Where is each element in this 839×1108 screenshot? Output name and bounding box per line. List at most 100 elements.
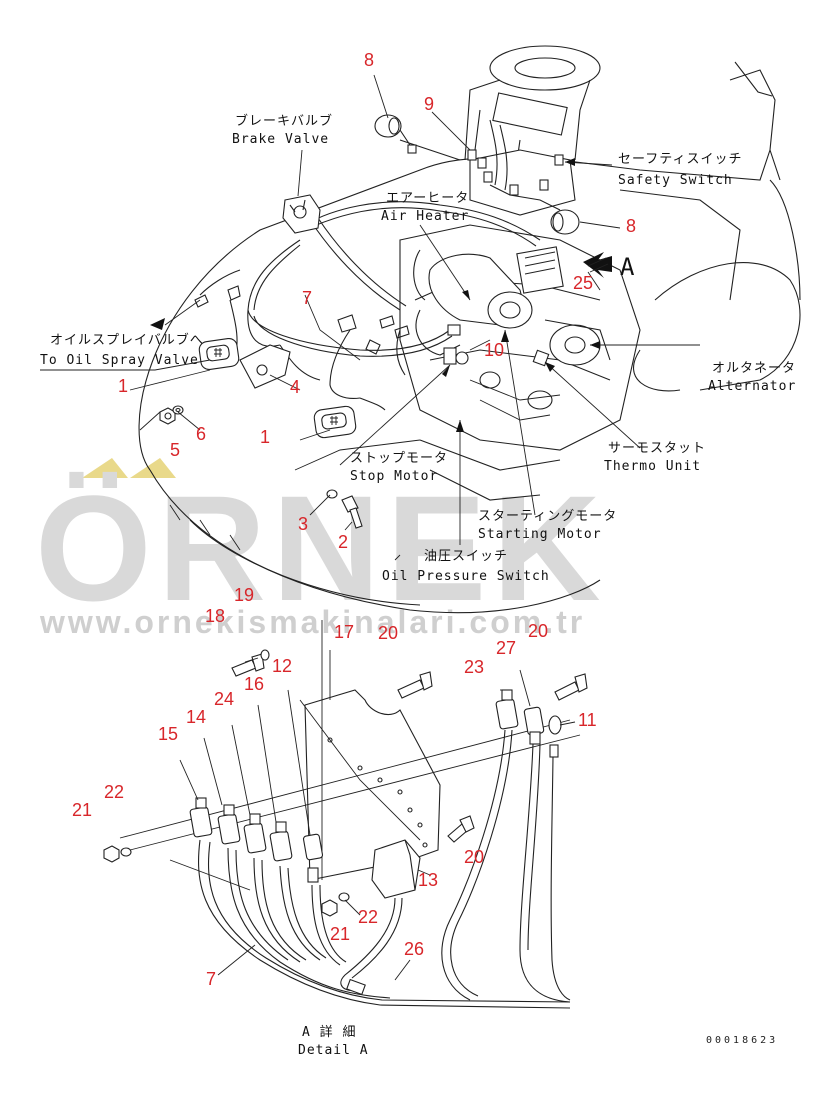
relay-1-lower	[313, 405, 357, 439]
callout-5: 5	[170, 440, 180, 460]
label-detail-jp: A 詳 細	[302, 1024, 356, 1040]
relay-23	[495, 689, 519, 730]
callout-7-top: 7	[302, 288, 312, 308]
nut-5	[159, 407, 176, 425]
lower-leaders	[179, 650, 576, 981]
view-arrow-a	[583, 252, 612, 278]
relay-12	[302, 833, 324, 883]
bolt-2	[341, 495, 363, 529]
label-alternator-en: Alternator	[708, 379, 796, 394]
callout-4: 4	[290, 377, 300, 397]
label-air-heater-jp: エアーヒータ	[386, 191, 469, 206]
label-brake-valve-en: Brake Valve	[232, 132, 329, 147]
callout-23: 23	[464, 657, 484, 677]
relay-27	[523, 706, 545, 745]
nut-21-bottom	[321, 899, 338, 917]
detail-a-drawing	[103, 620, 588, 1009]
component-labels: ブレーキバルブ Brake Valve セーフティスイッチ Safety Swi…	[40, 113, 796, 1058]
callout-17: 17	[334, 622, 354, 642]
callout-27: 27	[496, 638, 516, 658]
connector-10	[447, 324, 461, 336]
callout-7-bottom: 7	[206, 969, 216, 989]
bolt-20-c	[447, 815, 475, 843]
relay-15	[189, 797, 213, 838]
relay-16	[269, 821, 293, 862]
bolt-20-a	[397, 671, 433, 699]
callout-20-right: 20	[528, 621, 548, 641]
callout-9: 9	[424, 94, 434, 114]
callout-2: 2	[338, 532, 348, 552]
upper-components	[159, 114, 612, 529]
drawing-ref-number: 00018623	[706, 1035, 778, 1046]
label-starting-motor-jp: スターティングモータ	[478, 509, 617, 524]
callout-13: 13	[418, 870, 438, 890]
upper-harness	[199, 119, 561, 411]
callout-24: 24	[214, 689, 234, 709]
oil-pressure-switch	[443, 347, 457, 365]
bolt-20-b	[554, 673, 588, 701]
callout-26: 26	[404, 939, 424, 959]
label-stop-motor-jp: ストップモータ	[350, 451, 448, 466]
callout-21-bottom: 21	[330, 924, 350, 944]
thermo-unit	[532, 349, 550, 367]
label-starting-motor-en: Starting Motor	[478, 527, 602, 542]
relay-1-upper	[198, 337, 240, 371]
label-thermo-jp: サーモスタット	[608, 441, 706, 456]
callout-22-bottom: 22	[358, 907, 378, 927]
lamp-8-left	[374, 114, 417, 154]
connector-26	[346, 978, 366, 996]
watermark-brand: ÖRNEK	[35, 464, 607, 632]
brake-valve	[282, 194, 321, 234]
callout-14: 14	[186, 707, 206, 727]
callout-1-left: 1	[118, 376, 128, 396]
callout-8-right: 8	[626, 216, 636, 236]
relay-14	[217, 804, 241, 845]
label-oil-spray-en: To Oil Spray Valve	[40, 353, 199, 368]
label-detail-en: Detail A	[298, 1043, 369, 1058]
nut-21-left	[103, 845, 120, 863]
stop-motor-fitting	[455, 351, 469, 365]
callout-19: 19	[234, 585, 254, 605]
label-air-heater-en: Air Heater	[381, 209, 469, 224]
label-brake-valve-jp: ブレーキバルブ	[235, 113, 333, 129]
callout-12: 12	[272, 656, 292, 676]
watermark-site: www.ornekismakinalari.com.tr	[39, 604, 585, 640]
label-stop-motor-en: Stop Motor	[350, 469, 438, 484]
label-oil-pressure-en: Oil Pressure Switch	[382, 569, 550, 584]
callout-25: 25	[573, 273, 593, 293]
callout-22-left: 22	[104, 782, 124, 802]
washer-6	[172, 405, 184, 415]
callout-8-top: 8	[364, 50, 374, 70]
part-number-callouts: 8 9 8 25 7 10 1 4 6 1 5 3 2 19 18 17 20 …	[72, 50, 636, 989]
watermark: ÖRNEK www.ornekismakinalari.com.tr	[35, 458, 607, 640]
bracket-4	[239, 344, 291, 389]
callout-21-left: 21	[72, 800, 92, 820]
label-alternator-jp: オルタネータ	[712, 361, 796, 376]
diode-11	[548, 715, 562, 758]
relay-24	[243, 813, 267, 854]
label-oil-pressure-jp: 油圧スイッチ	[424, 549, 508, 564]
label-safety-switch-jp: セーフティスイッチ	[618, 152, 742, 167]
callout-16: 16	[244, 674, 264, 694]
callout-20-bottom: 20	[464, 847, 484, 867]
callout-10: 10	[484, 340, 504, 360]
upper-leaders	[40, 74, 700, 561]
label-oil-spray-jp: オイルスプレイバルブへ	[50, 332, 204, 348]
callout-11: 11	[578, 710, 597, 730]
callout-1-right: 1	[260, 427, 270, 447]
callout-18: 18	[205, 606, 225, 626]
label-view-a: A	[620, 253, 635, 281]
callout-6: 6	[196, 424, 206, 444]
label-thermo-en: Thermo Unit	[604, 459, 701, 474]
lamp-8-right	[550, 209, 580, 235]
callout-3: 3	[298, 514, 308, 534]
callout-15: 15	[158, 724, 178, 744]
connectors-9	[467, 149, 564, 196]
bolt-18	[231, 653, 265, 677]
callout-20-top: 20	[378, 623, 398, 643]
washer-22-bottom	[338, 892, 350, 902]
washer-19	[260, 649, 270, 661]
washer-22-left	[120, 847, 132, 857]
controller-13	[371, 839, 421, 899]
